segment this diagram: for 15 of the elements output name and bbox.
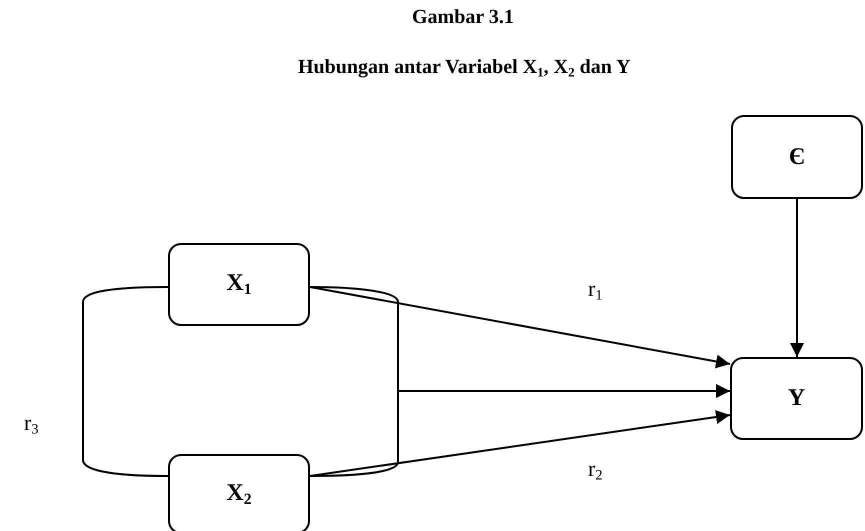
figure-title: Gambar 3.1 <box>412 6 514 29</box>
variable-box <box>168 454 310 531</box>
variable-box <box>168 243 310 326</box>
variable-label: X$_{2}$ <box>226 480 252 508</box>
variable-label: X$_{1}$ <box>226 270 252 299</box>
arrow <box>310 286 730 368</box>
variable-box <box>730 357 863 440</box>
arrow <box>790 199 804 357</box>
variable-label: Y <box>788 385 806 412</box>
arrow <box>310 384 730 477</box>
variable-label: Є <box>788 144 806 170</box>
arrow <box>310 410 730 477</box>
connector-line <box>82 286 168 477</box>
figure-caption: Hubungan antar Variabel X$_{1}$, X$_{2}$ dan Y <box>298 56 631 80</box>
variable-box <box>731 115 863 199</box>
